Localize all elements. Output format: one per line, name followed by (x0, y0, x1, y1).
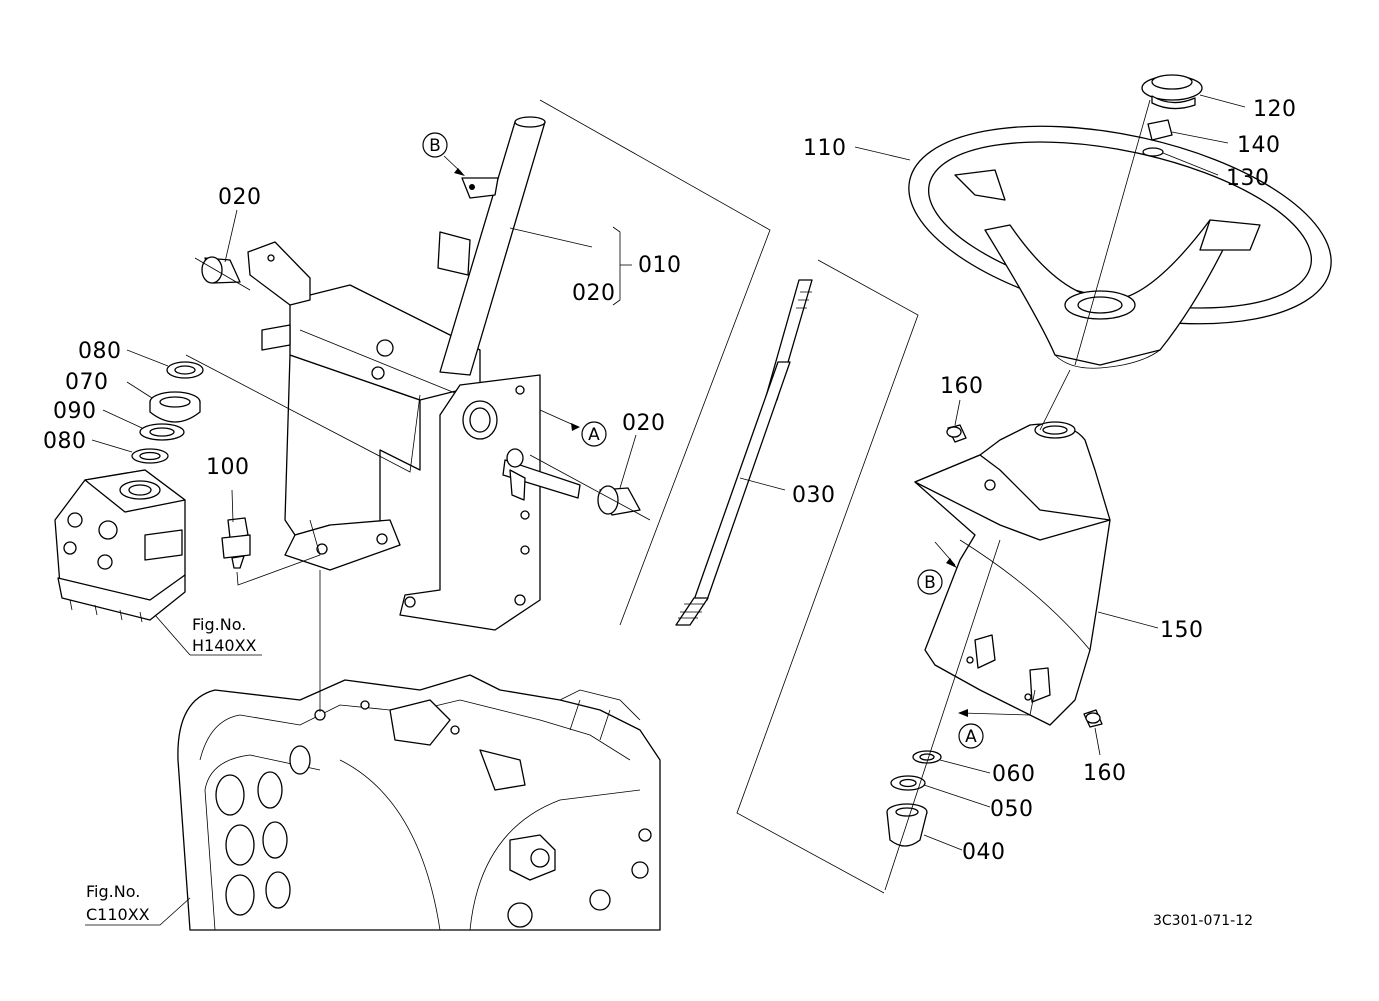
part-number-labels: 020 010 020 020 030 080 070 090 080 100 … (43, 97, 1297, 865)
label-080-lower: 080 (43, 429, 87, 454)
callout-a-left: A (581, 421, 607, 447)
label-160-upper: 160 (940, 374, 984, 399)
svg-text:C110XX: C110XX (86, 905, 150, 924)
callout-b-top: B (422, 132, 448, 158)
washer-090 (139, 423, 185, 441)
label-110: 110 (803, 136, 847, 161)
label-080-upper: 080 (78, 339, 122, 364)
leader-lines (85, 94, 1246, 926)
steering-wheel-110 (908, 125, 1332, 369)
label-130: 130 (1226, 166, 1270, 191)
washer-060 (912, 750, 942, 764)
figure-ref-h140: Fig.No. H140XX (192, 615, 257, 655)
column-cover-150 (914, 421, 1111, 726)
label-120: 120 (1253, 97, 1297, 122)
bearing-070 (149, 391, 201, 423)
bushing-020-left (201, 256, 241, 284)
washer-050 (890, 775, 926, 791)
label-060: 060 (992, 762, 1036, 787)
svg-text:Fig.No.: Fig.No. (192, 615, 246, 634)
svg-text:B: B (429, 136, 441, 156)
assembly-lines (185, 99, 1151, 894)
label-070: 070 (65, 370, 109, 395)
label-020-right: 020 (622, 411, 666, 436)
nut-140 (1147, 119, 1173, 141)
label-140: 140 (1237, 133, 1281, 158)
label-010: 010 (638, 253, 682, 278)
bushing-020-right (597, 485, 641, 516)
seal-080-upper (166, 361, 204, 379)
seal-080-lower (131, 448, 169, 464)
transmission-housing (177, 674, 661, 931)
bolt-160-upper (946, 424, 967, 443)
callout-b-right: B (917, 569, 943, 595)
svg-text:H140XX: H140XX (192, 636, 257, 655)
cap-120 (1141, 74, 1203, 110)
label-040: 040 (962, 840, 1006, 865)
label-100: 100 (206, 455, 250, 480)
label-150: 150 (1160, 618, 1204, 643)
steering-support-bracket (247, 231, 581, 631)
label-050: 050 (990, 797, 1034, 822)
label-030: 030 (792, 483, 836, 508)
svg-text:B: B (924, 573, 936, 593)
column-tube-010 (439, 116, 546, 376)
washer-130 (1142, 147, 1164, 157)
label-020-bracket: 020 (572, 281, 616, 306)
figure-ref-c110: Fig.No. C110XX (86, 882, 150, 924)
drawing-code: 3C301-071-12 (1153, 913, 1253, 929)
label-090: 090 (53, 399, 97, 424)
svg-text:A: A (588, 425, 600, 445)
bolt-160-lower (1083, 709, 1103, 728)
power-steering-unit (54, 469, 186, 623)
steering-shaft-030 (675, 279, 813, 626)
svg-text:A: A (965, 727, 977, 747)
switch-100 (221, 517, 251, 569)
callout-a-right: A (958, 723, 984, 749)
label-020-top: 020 (218, 185, 262, 210)
label-160-lower: 160 (1083, 761, 1127, 786)
bushing-040 (886, 803, 928, 847)
svg-text:Fig.No.: Fig.No. (86, 882, 140, 901)
